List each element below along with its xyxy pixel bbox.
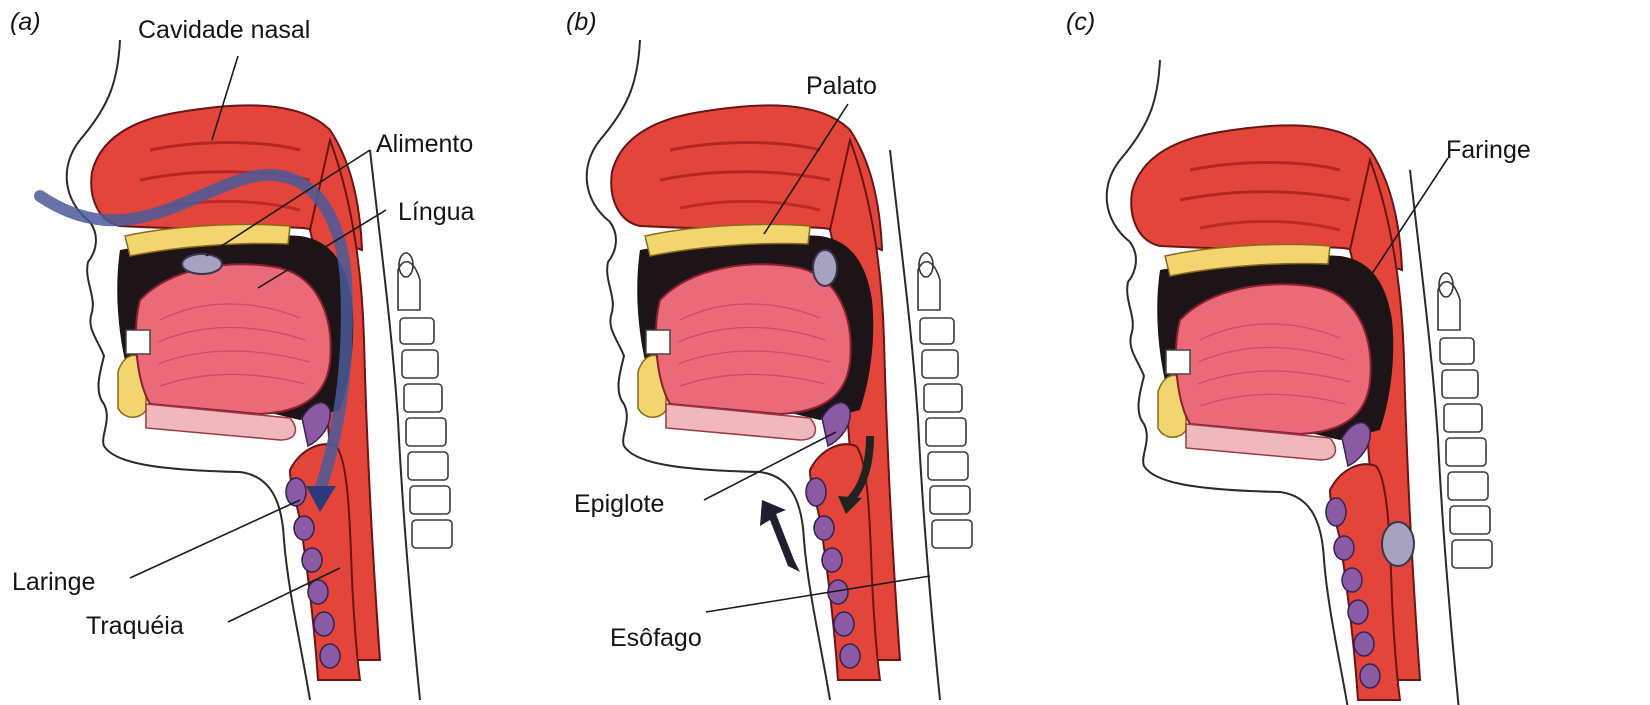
panel-label-a: (a)	[10, 8, 41, 36]
label-traqueia: Traquéia	[86, 612, 184, 640]
label-epiglote: Epiglote	[574, 490, 664, 518]
leader-laringe	[130, 500, 300, 578]
label-palato: Palato	[806, 72, 877, 100]
panel-label-b: (b)	[566, 8, 597, 36]
label-cavidade-nasal: Cavidade nasal	[138, 16, 310, 44]
panel-a: (a)	[10, 8, 452, 700]
label-esofago: Esôfago	[610, 624, 702, 652]
label-faringe: Faringe	[1446, 136, 1531, 164]
panel-c: (c)	[1066, 8, 1492, 705]
food-bolus	[813, 250, 837, 286]
label-lingua: Língua	[398, 198, 475, 226]
food-bolus	[1382, 522, 1414, 566]
panel-b: (b)	[566, 8, 972, 700]
panel-label-c: (c)	[1066, 8, 1095, 36]
label-alimento: Alimento	[376, 130, 473, 158]
label-laringe: Laringe	[12, 568, 95, 596]
food-bolus	[182, 254, 222, 274]
larynx-rise-arrow	[760, 500, 800, 572]
